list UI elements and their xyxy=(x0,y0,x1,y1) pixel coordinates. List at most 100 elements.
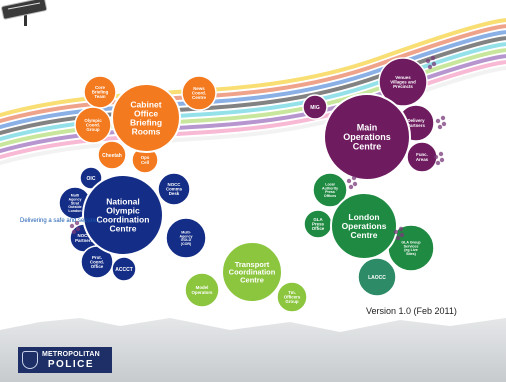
hub-circle xyxy=(111,83,181,153)
hub-label: Main xyxy=(357,123,378,133)
dot-cluster-decoration xyxy=(433,151,445,166)
satellite-circle xyxy=(97,140,127,170)
decorative-dot xyxy=(441,121,447,127)
satellite-label: Cell xyxy=(141,160,149,165)
decorative-dot xyxy=(437,124,443,130)
satellite-label: ACCCT xyxy=(115,267,133,273)
hub-circle xyxy=(82,174,164,256)
satellite-label: Venues xyxy=(395,75,411,80)
satellite-label: Multi xyxy=(71,194,79,198)
satellite-node: ACCCT xyxy=(111,256,137,282)
satellite-label: Cheetah xyxy=(102,153,122,159)
decorative-dot xyxy=(348,184,354,190)
satellite-circle xyxy=(184,272,220,308)
decorative-dot xyxy=(439,157,445,163)
decorative-dot xyxy=(395,235,401,241)
satellite-circle xyxy=(312,172,348,208)
satellite-node: MIG xyxy=(302,94,328,120)
satellite-circle xyxy=(357,257,397,297)
hub-label: Centre xyxy=(353,142,382,152)
satellite-label: Outside xyxy=(68,205,81,209)
satellite-label: London xyxy=(68,209,81,213)
satellite-label: Precincts xyxy=(393,84,413,89)
dot-cluster-decoration xyxy=(425,55,437,70)
satellite-label: GLA xyxy=(313,217,323,222)
satellite-node: Func.Areas xyxy=(406,141,438,173)
decorative-dot xyxy=(433,154,439,160)
satellite-label: Core xyxy=(95,85,106,90)
satellite-label: GLA Group xyxy=(401,241,421,245)
satellite-label: Partners xyxy=(407,123,425,128)
version-label: Version 1.0 (Feb 2011) xyxy=(366,306,457,316)
crest-icon xyxy=(22,351,38,369)
hub-label: Operations xyxy=(343,132,391,142)
hub-label: Cabinet xyxy=(130,100,161,110)
satellite-label: Olympic xyxy=(84,118,102,123)
satellite-label: Authority xyxy=(322,186,338,190)
road-sign-icon xyxy=(1,0,48,26)
satellite-label: Tm. xyxy=(288,290,296,295)
decorative-dot xyxy=(351,175,357,181)
satellite-label: LAOCC xyxy=(368,275,386,281)
decorative-dot xyxy=(431,61,437,67)
satellite-label: Comms xyxy=(166,187,183,192)
satellite-node: OIC xyxy=(79,166,103,190)
decorative-dot xyxy=(435,160,441,166)
satellite-label: NOCC xyxy=(78,233,92,238)
satellite-label: Multi- xyxy=(181,231,191,235)
satellite-label: Coord. xyxy=(90,260,104,265)
swoosh-line xyxy=(0,24,506,124)
satellite-label: Office xyxy=(91,264,104,269)
satellite-label: News xyxy=(193,86,205,91)
decorative-dot xyxy=(425,58,431,64)
satellite-label: (COR) xyxy=(181,242,192,246)
satellite-label: Coord. xyxy=(192,91,206,96)
hub-label: Coordination xyxy=(97,214,150,224)
satellite-circle xyxy=(165,217,207,259)
dot-cluster-decoration xyxy=(346,175,358,190)
decorative-dot xyxy=(435,118,441,124)
metropolitan-police-logo: METROPOLITAN POLICE xyxy=(18,347,112,373)
swoosh-line xyxy=(0,66,506,166)
decorative-dot xyxy=(69,223,75,229)
satellite-label: Sites) xyxy=(406,252,417,256)
satellite-label: Areas xyxy=(416,157,429,162)
satellite-label: NOCC xyxy=(168,182,182,187)
satellite-node: Cheetah xyxy=(97,140,127,170)
hub-label: Olympic xyxy=(106,206,140,216)
dot-cluster-decoration xyxy=(393,226,405,241)
decorative-dot xyxy=(71,229,77,235)
hub-label: National xyxy=(106,197,140,207)
hub-label: Coordination xyxy=(229,268,276,277)
satellite-label: Centre xyxy=(192,95,206,100)
satellite-label: Agency xyxy=(69,197,82,201)
satellite-label: Local xyxy=(325,183,334,187)
satellite-label: Officers xyxy=(284,295,301,300)
hub-label: London xyxy=(348,212,379,222)
hub-label: Operations xyxy=(342,221,387,231)
satellite-circle xyxy=(302,94,328,120)
decorative-dot xyxy=(74,220,80,226)
decorative-dot xyxy=(352,181,358,187)
satellite-label: Villages and xyxy=(390,80,416,85)
hub-label: Office xyxy=(134,109,158,119)
delivering-text: Delivering a safe and secure... xyxy=(20,218,102,224)
decorative-dot xyxy=(430,55,436,61)
satellite-label: Ops xyxy=(141,155,150,160)
satellite-label: Prot. xyxy=(92,255,102,260)
satellite-label: Coord. xyxy=(86,123,100,128)
satellite-node: LAOCC xyxy=(357,257,397,297)
satellite-circle xyxy=(157,172,191,206)
satellite-label: OIC xyxy=(87,176,96,182)
dot-cluster-decoration xyxy=(69,220,81,235)
decorative-dot xyxy=(427,64,433,70)
